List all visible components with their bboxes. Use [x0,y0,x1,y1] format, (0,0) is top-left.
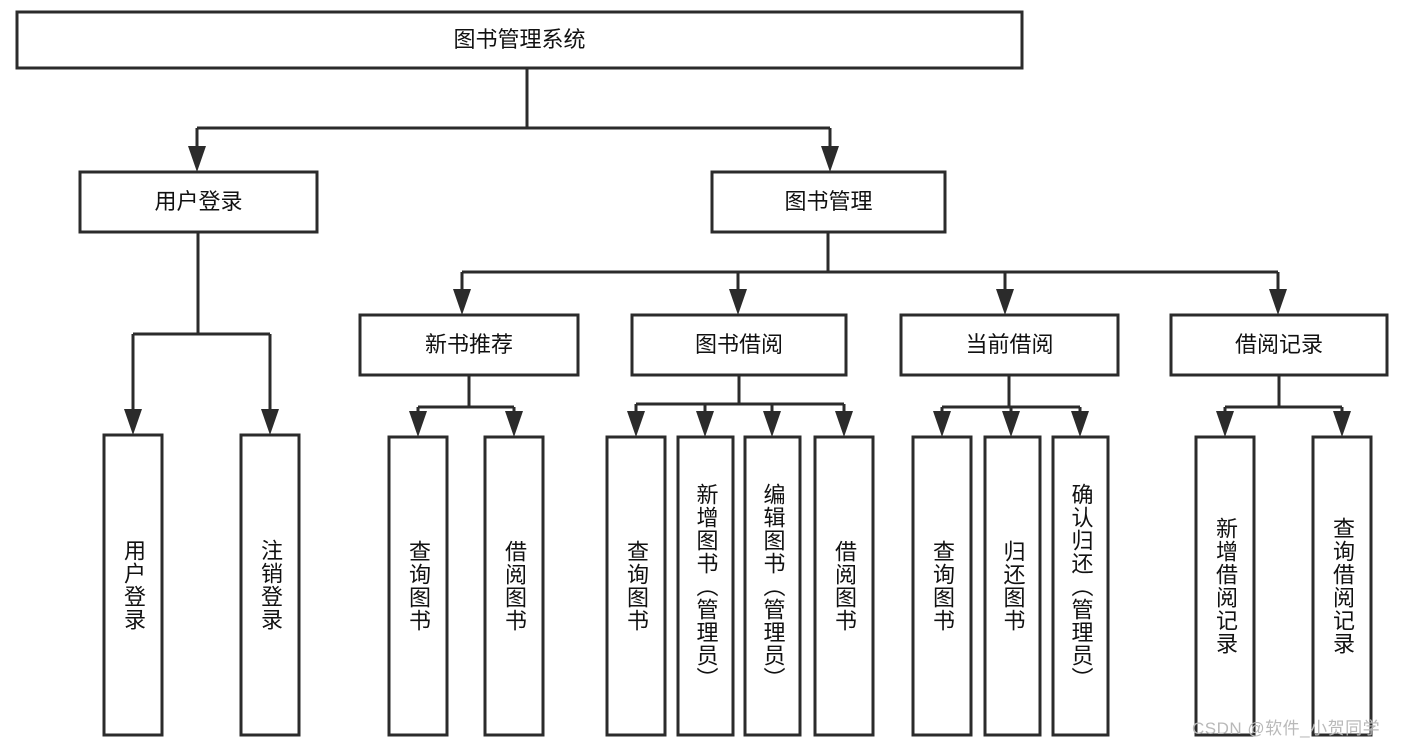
node-leaf-borrow-book-borrow[interactable] [813,435,875,737]
connector-current-to-leaves [933,375,1089,437]
node-leaf-confirm-return-admin[interactable] [1051,435,1110,737]
node-leaf-add-borrow-record[interactable] [1194,435,1256,737]
node-leaf-add-book-admin[interactable] [676,435,735,737]
node-label-root: 图书管理系统 [453,27,585,52]
node-leaf-borrow-book-rec[interactable] [483,435,545,737]
node-label-book-manage: 图书管理 [784,189,872,214]
node-leaf-query-book-borrow[interactable] [605,435,667,737]
node-leaf-return-book[interactable] [983,435,1042,737]
connector-bookmanage-to-level3 [453,232,1287,315]
node-book-borrow[interactable] [630,313,848,377]
node-label-book-borrow: 图书借阅 [695,332,783,357]
node-leaf-query-book-current[interactable] [911,435,973,737]
node-user-login[interactable] [78,170,319,234]
csdn-watermark: CSDN @软件_小贺同学 [1192,719,1381,738]
connector-login-to-leaves [124,232,279,435]
node-leaf-user-login[interactable] [102,433,164,737]
node-root[interactable] [15,10,1024,70]
node-leaf-logout-login[interactable] [239,433,301,737]
node-label-user-login: 用户登录 [154,189,242,214]
connector-record-to-leaves [1216,375,1351,437]
node-book-manage[interactable] [710,170,947,234]
connector-layer [124,68,1351,437]
node-leaf-query-book-rec[interactable] [387,435,449,737]
node-leaf-edit-book-admin[interactable] [743,435,802,737]
node-new-book-recommend[interactable] [358,313,580,377]
node-label-borrow-record: 借阅记录 [1235,332,1323,357]
connector-root-to-level2 [188,68,839,172]
node-label-new-book-recommend: 新书推荐 [425,332,513,357]
connector-borrow-to-leaves [627,375,853,437]
node-leaf-query-borrow-record[interactable] [1311,435,1373,737]
node-label-current-borrow: 当前借阅 [965,332,1053,357]
node-borrow-record[interactable] [1169,313,1389,377]
connector-recommend-to-leaves [409,375,523,437]
node-current-borrow[interactable] [899,313,1120,377]
